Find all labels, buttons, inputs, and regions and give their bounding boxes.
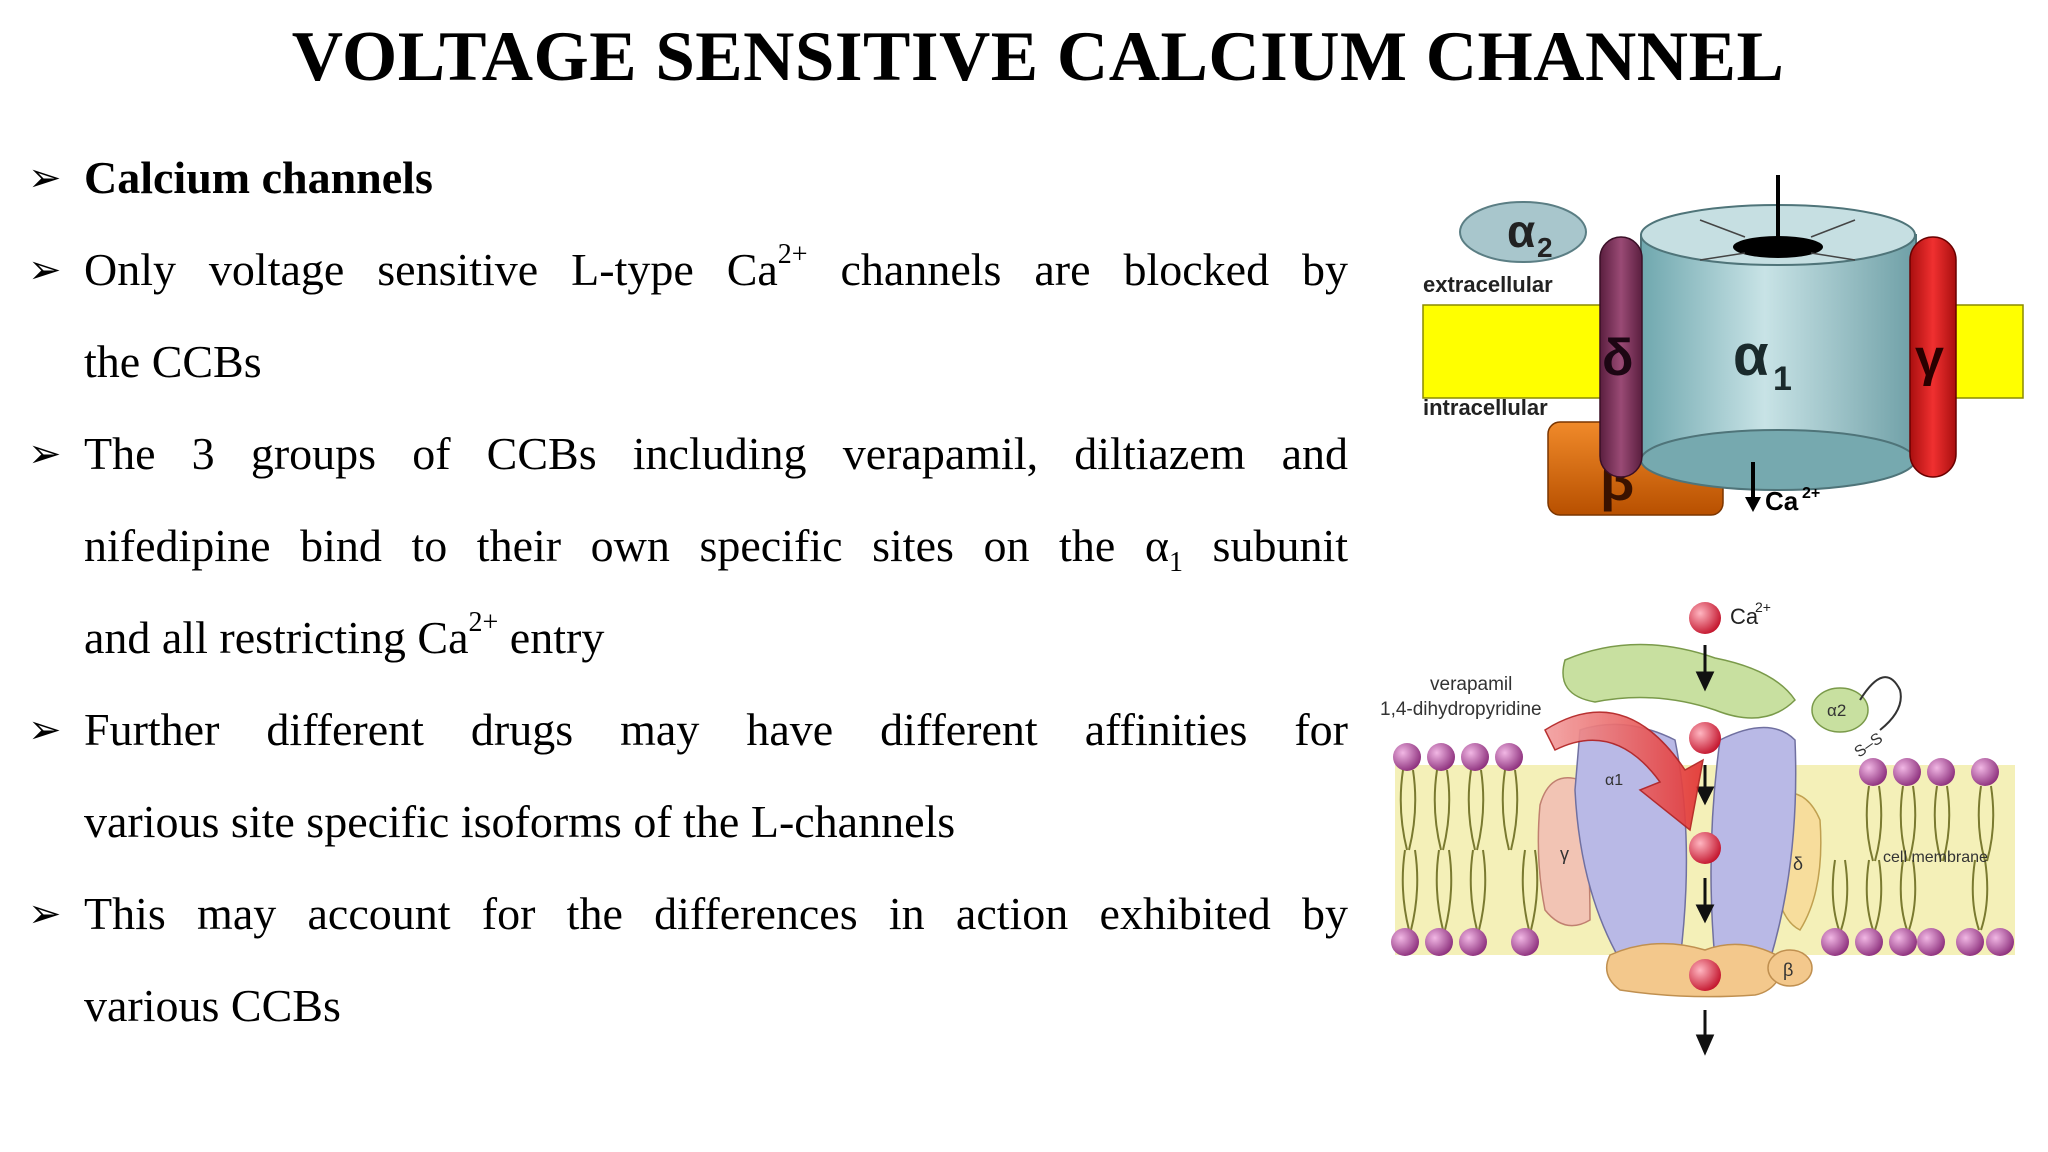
channel-membrane-diagram: α2 S–S γ δ α1 β Ca 2+ verapamil 1,4-dihy…: [1380, 599, 2015, 1056]
ca-sup: 2+: [1802, 485, 1820, 502]
bullet-line: and all restricting Ca2+ entry: [84, 592, 1348, 684]
alpha1-label: α: [1733, 323, 1769, 388]
bullet-arrow-icon: ➢: [28, 247, 62, 292]
intracellular-label: intracellular: [1423, 395, 1548, 420]
bullet-arrow-icon: ➢: [28, 707, 62, 752]
bullet-text: channels are blocked by: [807, 244, 1348, 295]
beta-label: β: [1783, 960, 1793, 980]
bullet-list: ➢ Calcium channels ➢ Only voltage sensit…: [28, 132, 1348, 1052]
bullet-item-l-type: ➢ Only voltage sensitive L-type Ca2+ cha…: [28, 224, 1348, 408]
calcium-ion: [1689, 959, 1721, 991]
bullet-item-affinities: ➢ Further different drugs may have diffe…: [28, 684, 1348, 868]
bullet-arrow-icon: ➢: [28, 155, 62, 200]
bullet-item-three-groups: ➢ The 3 groups of CCBs including verapam…: [28, 408, 1348, 684]
ca-sup: 2+: [1755, 599, 1771, 615]
subscript: 1: [1168, 547, 1183, 578]
gamma-label: γ: [1560, 844, 1569, 864]
down-arrow-icon: [1745, 497, 1761, 512]
bullet-arrow-icon: ➢: [28, 891, 62, 936]
bullet-text: various CCBs: [84, 980, 341, 1031]
bullet-arrow-icon: ➢: [28, 431, 62, 476]
bullet-item-calcium-channels: ➢ Calcium channels: [28, 132, 1348, 224]
alpha2-label: α2: [1827, 701, 1846, 720]
delta-subunit: [1599, 236, 1643, 478]
bullet-text: Calcium channels: [84, 152, 433, 203]
bullet-line: nifedipine bind to their own specific si…: [84, 500, 1348, 592]
bullet-text: This may account for the differences in …: [84, 888, 1348, 939]
calcium-ion: [1689, 832, 1721, 864]
bullet-line: Only voltage sensitive L-type Ca2+ chann…: [84, 224, 1348, 316]
bullet-text: nifedipine bind to their own specific si…: [84, 520, 1169, 571]
bullet-text: subunit: [1182, 520, 1348, 571]
bullet-text: and all restricting Ca: [84, 612, 469, 663]
bullet-text: the CCBs: [84, 336, 262, 387]
bullet-text: Further different drugs may have differe…: [84, 704, 1348, 755]
alpha1-subunit: [1640, 234, 1917, 461]
lipid-heads-bottom: [1391, 928, 2014, 956]
drug-binding-arrow: [1544, 711, 1705, 832]
ss-label: S–S: [1852, 730, 1887, 761]
alpha2-subunit: [1459, 201, 1587, 263]
page-title: VOLTAGE SENSITIVE CALCIUM CHANNEL: [291, 18, 1785, 96]
cell-membrane-label: cell membrane: [1883, 849, 1988, 866]
superscript: 2+: [777, 239, 808, 270]
verapamil-label: verapamil: [1430, 674, 1512, 695]
ca-label: Ca: [1765, 486, 1799, 516]
calcium-ion: [1689, 602, 1721, 634]
alpha1-label: α1: [1605, 772, 1623, 789]
ion-flow-arrows: [1695, 645, 1715, 1056]
superscript: 2+: [468, 607, 499, 638]
gamma-subunit: [1909, 236, 1957, 478]
alpha2-sub: 2: [1537, 232, 1553, 263]
gamma-label: γ: [1915, 329, 1944, 387]
dihydropyridine-label: 1,4-dihydropyridine: [1380, 699, 1542, 720]
bullet-text: various site specific isoforms of the L-…: [84, 796, 956, 847]
bullet-item-differences: ➢ This may account for the differences i…: [28, 868, 1348, 1052]
lipid-tails: [1399, 769, 1995, 931]
delta-label: δ: [1602, 329, 1634, 387]
bullet-text: The 3 groups of CCBs including verapamil…: [84, 428, 1348, 479]
alpha2-subunit: [1811, 687, 1869, 733]
delta-label: δ: [1793, 854, 1803, 874]
ca-label: Ca: [1730, 604, 1759, 629]
alpha2-label: α: [1507, 205, 1535, 257]
calcium-ion: [1689, 722, 1721, 754]
alpha2-delta-extracellular: [1562, 643, 1796, 719]
bullet-text: Only voltage sensitive L-type Ca: [84, 244, 778, 295]
bullet-text: entry: [498, 612, 605, 663]
alpha1-sub: 1: [1773, 360, 1792, 398]
lipid-heads-top: [1393, 743, 1999, 786]
extracellular-label: extracellular: [1423, 272, 1553, 297]
channel-subunit-diagram: α 2 extracellular intracellular β α 1 δ …: [1422, 175, 2024, 516]
